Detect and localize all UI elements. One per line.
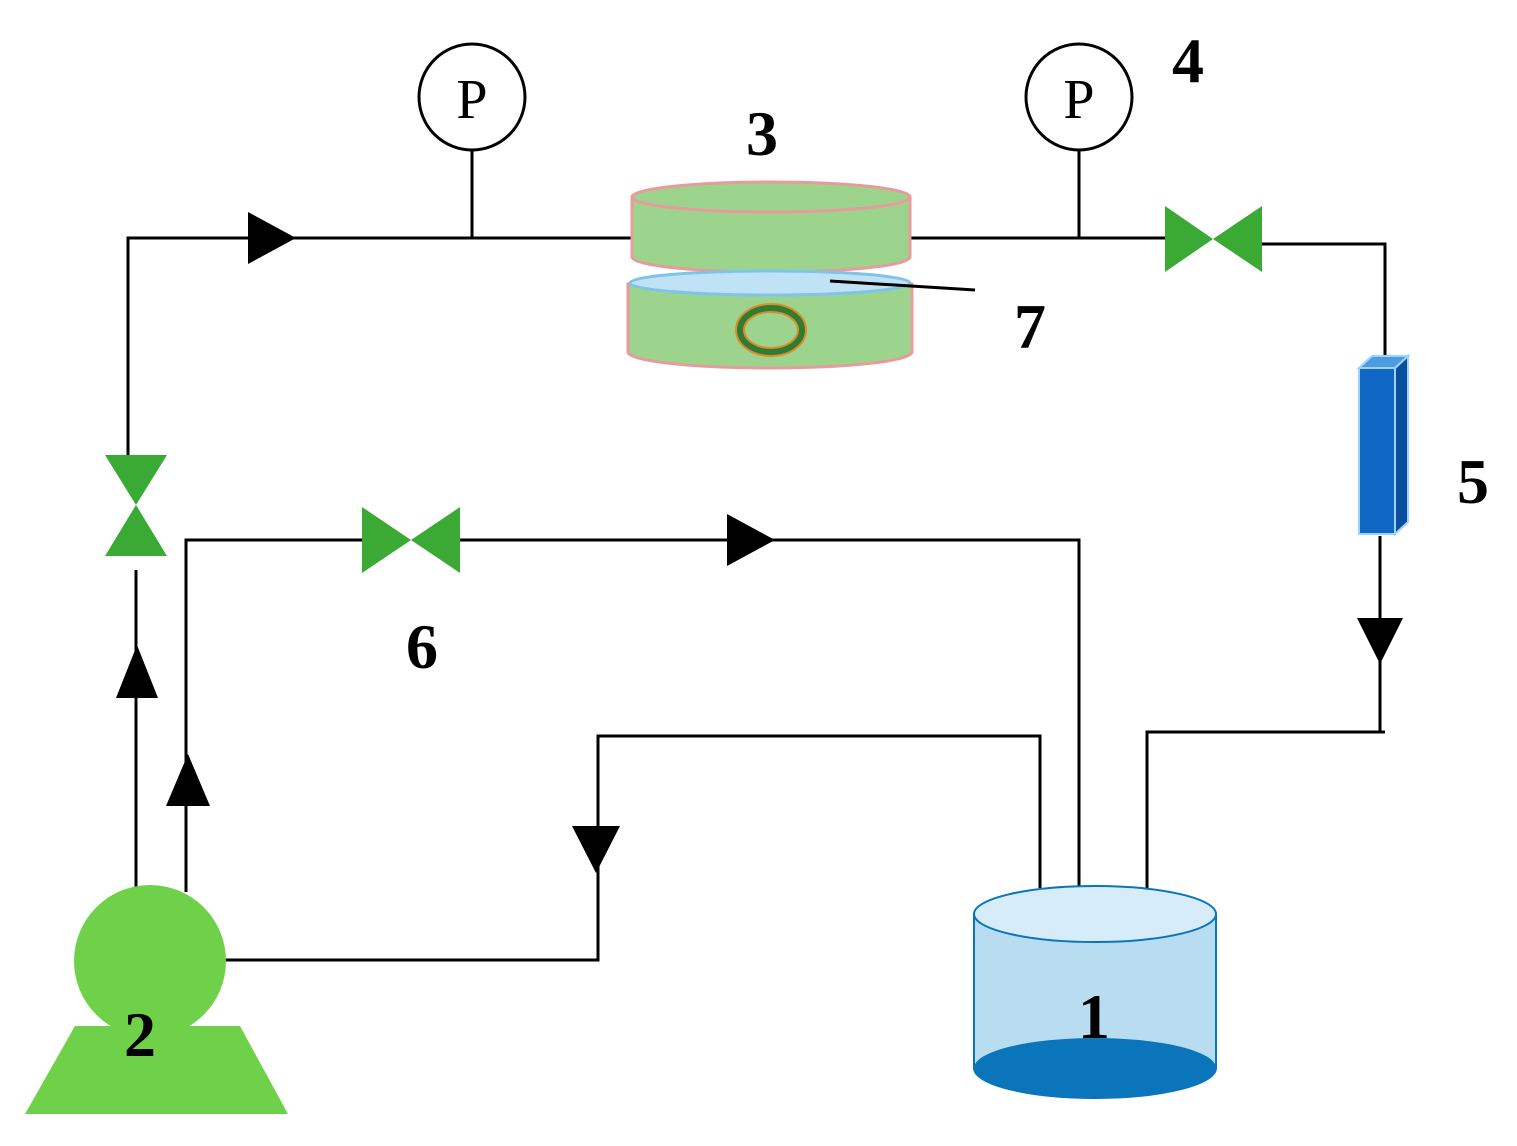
valve-bypass-right-icon (411, 507, 460, 573)
membrane-disc (628, 269, 912, 297)
arrow-bypass-right (727, 514, 775, 566)
pump-base (25, 1026, 288, 1114)
flowmeter-body (1358, 367, 1396, 535)
label-membrane-cell: 3 (746, 98, 778, 169)
pipe-suction (225, 734, 1042, 962)
label-pressure-gauge: 4 (1172, 25, 1204, 96)
tank-top (973, 885, 1217, 943)
gauge-outlet-dial (1024, 42, 1134, 152)
valve-feed-top-icon (105, 455, 167, 505)
pipe-bypass (184, 538, 362, 892)
valve-feed (105, 455, 167, 556)
valve-outlet (1165, 206, 1262, 272)
pipe-bypass-return (460, 538, 1081, 888)
valve-bypass-left-icon (362, 507, 411, 573)
gauge-inlet-letter: P (456, 69, 487, 131)
cell-lower-body (626, 282, 914, 370)
pump-head (74, 885, 226, 1037)
gauge-inlet-dial (417, 42, 527, 152)
arrow-feed-up (116, 645, 158, 698)
membrane-cell (626, 180, 976, 370)
tank-bottom (974, 1038, 1216, 1098)
label-flowmeter: 5 (1457, 446, 1489, 517)
pipe-feed-riser (126, 236, 632, 455)
valve-outlet-left-icon (1165, 206, 1213, 272)
label-membrane: 7 (1014, 291, 1046, 362)
oring-inner-icon (737, 305, 805, 355)
pressure-gauge-outlet: P (1024, 42, 1134, 152)
arrow-bypass-up (166, 754, 210, 806)
pipe-valve-to-flowmeter (1262, 242, 1387, 360)
membrane-leader-line (829, 279, 976, 292)
pump (25, 885, 288, 1114)
cell-upper-top (630, 180, 912, 214)
label-valve: 6 (406, 611, 438, 682)
label-reservoir: 1 (1078, 981, 1110, 1052)
arrow-return-down (1357, 618, 1403, 664)
flowmeter-side (1394, 353, 1409, 537)
flow-arrows (116, 212, 1403, 873)
component-labels: 1 2 3 4 5 6 7 (124, 25, 1489, 1070)
valve-bypass (362, 507, 460, 573)
reservoir-tank (973, 885, 1217, 1099)
valve-outlet-right-icon (1213, 206, 1262, 272)
pipe-return-to-tank (1145, 730, 1385, 888)
gauge-outlet-letter: P (1063, 69, 1094, 131)
label-pump: 2 (124, 999, 156, 1070)
pressure-gauge-inlet: P (417, 42, 527, 152)
valve-feed-bottom-icon (105, 505, 167, 556)
arrow-suction-down (572, 826, 620, 873)
flowmeter (1356, 353, 1411, 537)
pipes (126, 150, 1387, 962)
arrow-top-right (248, 212, 296, 264)
